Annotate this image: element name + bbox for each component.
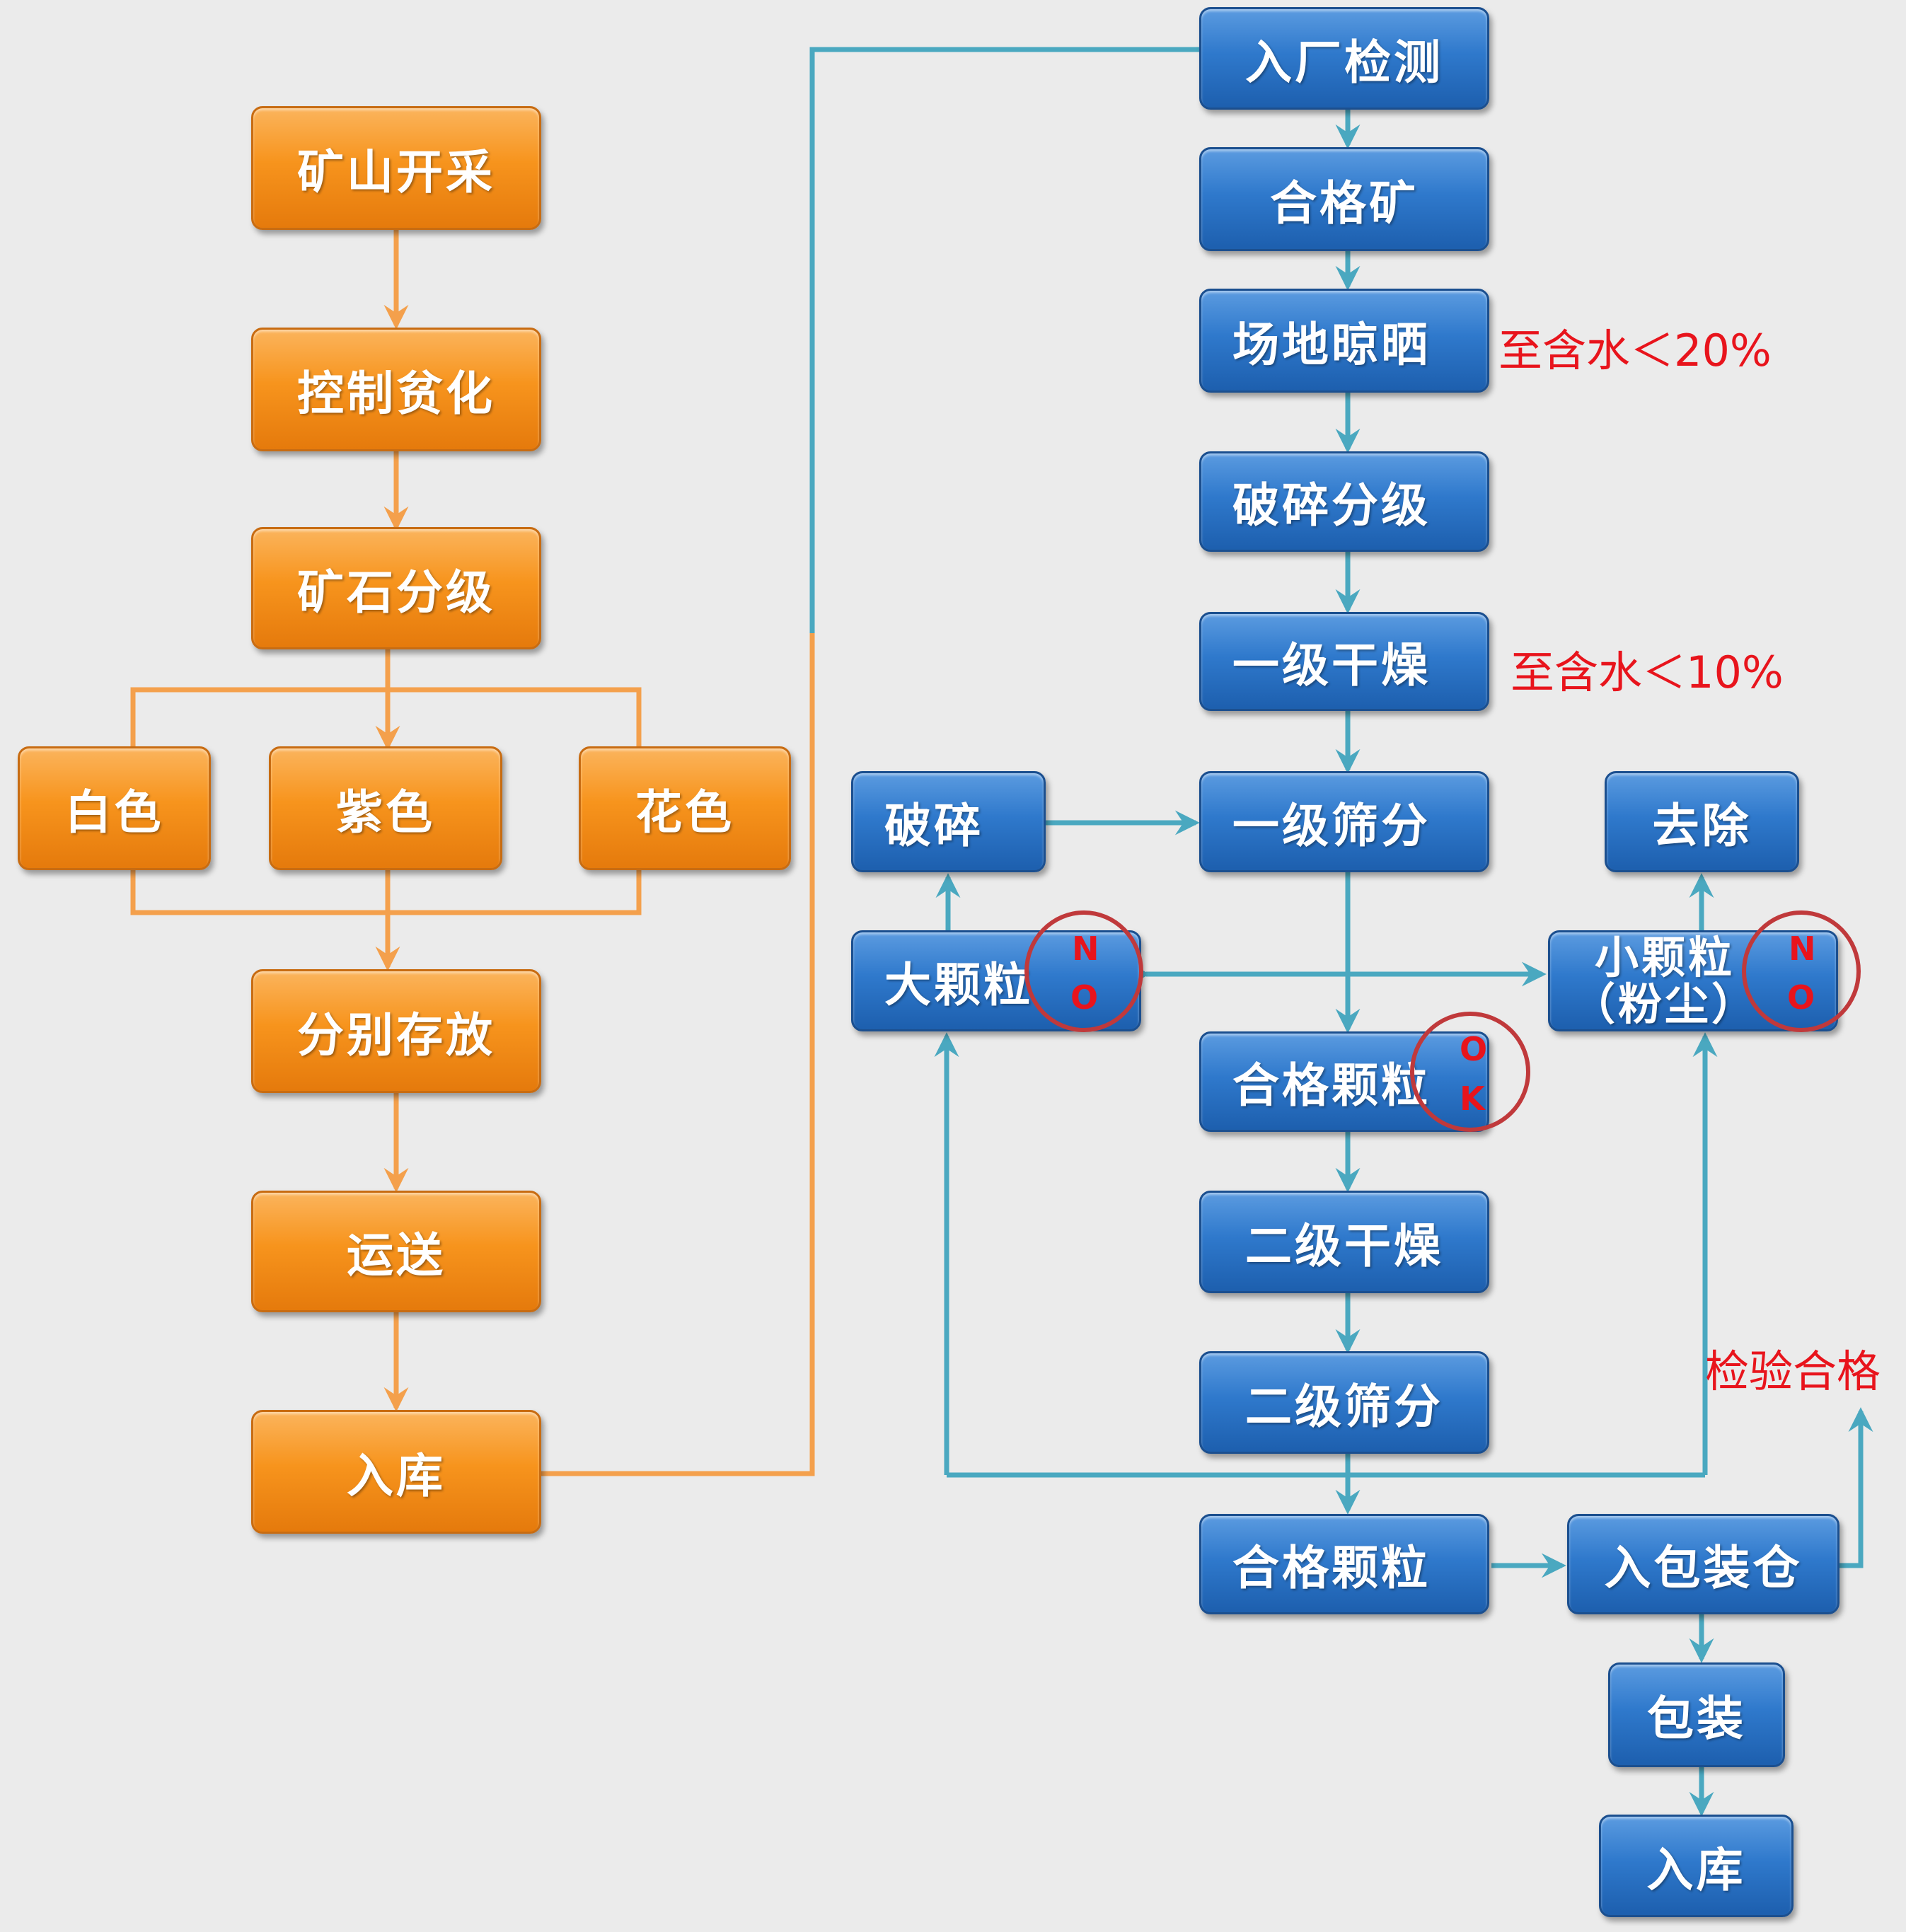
plant-step-qualified-ore: 合格矿 <box>1199 147 1489 251</box>
reject-mark-small-n: N <box>1789 930 1816 968</box>
plant-remove: 去除 <box>1605 771 1799 872</box>
plant-step-primary-screening: 一级筛分 <box>1199 771 1489 872</box>
note-inspection-passed: 检验合格 <box>1705 1346 1881 1397</box>
note-moisture-20: 至含水＜20% <box>1498 325 1772 376</box>
mining-step-ore-grading: 矿石分级 <box>251 527 541 649</box>
small-particles-sublabel: （粉尘） <box>1571 978 1758 1030</box>
plant-storage: 入库 <box>1599 1815 1794 1917</box>
accept-mark-k: K <box>1460 1080 1485 1118</box>
mining-step-transport: 运送 <box>251 1191 541 1312</box>
reject-ring-large <box>1024 910 1143 1032</box>
mining-step-mining: 矿山开采 <box>251 106 541 230</box>
reject-mark-small-o: O <box>1787 978 1815 1017</box>
accept-mark-o: O <box>1460 1030 1488 1068</box>
mining-step-separate-storage: 分别存放 <box>251 969 541 1093</box>
grade-white: 白色 <box>18 746 211 870</box>
grade-purple: 紫色 <box>269 746 502 870</box>
plant-qualified-particles-final: 合格颗粒 <box>1199 1514 1489 1614</box>
mining-step-dilution-control: 控制贫化 <box>251 328 541 451</box>
reject-mark-large-o: O <box>1070 978 1099 1017</box>
arrow-bin-inspection <box>1839 1407 1873 1568</box>
plant-step-sun-drying: 场地晾晒 <box>1199 289 1489 393</box>
plant-step-incoming-inspection: 入厂检测 <box>1199 7 1489 110</box>
plant-step-secondary-drying: 二级干燥 <box>1199 1191 1489 1293</box>
grade-split-bracket <box>130 687 642 746</box>
plant-packing: 包装 <box>1608 1662 1785 1767</box>
small-particles-label: 小颗粒 <box>1594 932 1735 984</box>
plant-step-primary-drying: 一级干燥 <box>1199 612 1489 711</box>
plant-packing-bin: 入包装仓 <box>1567 1514 1839 1614</box>
note-moisture-10: 至含水＜10% <box>1511 647 1784 698</box>
plant-connectors <box>809 47 1873 1817</box>
mining-connectors <box>130 230 815 1476</box>
accept-ring-ok <box>1410 1012 1530 1132</box>
reject-mark-large-n: N <box>1072 930 1099 968</box>
plant-crush: 破碎 <box>851 771 1046 872</box>
grade-mixed: 花色 <box>579 746 791 870</box>
plant-step-crush-grade: 破碎分级 <box>1199 451 1489 552</box>
link-to-plant-lower <box>541 633 815 1476</box>
reject-ring-small <box>1742 910 1861 1032</box>
link-to-plant-upper <box>809 47 1199 633</box>
mining-step-warehouse: 入库 <box>251 1410 541 1534</box>
plant-step-secondary-screening: 二级筛分 <box>1199 1351 1489 1454</box>
